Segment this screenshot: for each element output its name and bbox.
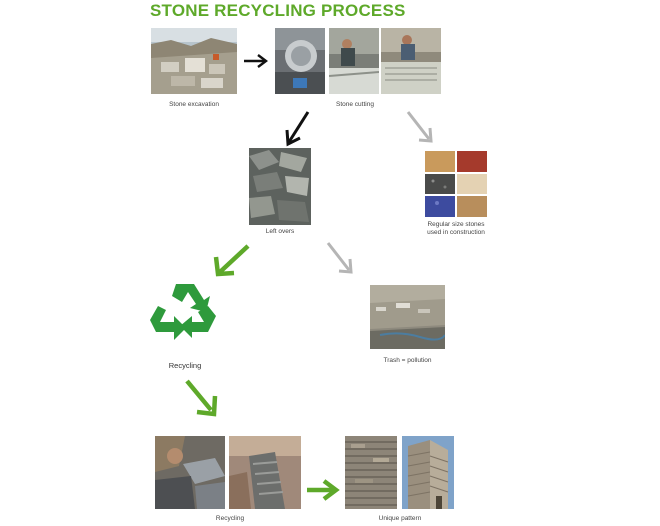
regular-stones-caption-line2: used in construction xyxy=(427,229,485,236)
recycling-photo-1 xyxy=(155,436,225,509)
unique-pattern-photo-2 xyxy=(402,436,454,509)
trash-photo xyxy=(370,285,445,349)
stone-cutting-caption: Stone cutting xyxy=(336,101,374,108)
left-overs-caption: Left overs xyxy=(265,228,295,235)
arrow-down-right-icon xyxy=(325,241,355,275)
arrow-down-left-icon xyxy=(212,243,252,277)
stone-excavation-caption: Stone excavation xyxy=(169,101,219,108)
stone-cutting-photo-2 xyxy=(329,28,379,94)
stone-excavation-photo xyxy=(151,28,237,94)
recycling-symbol-caption: Recycling xyxy=(168,361,202,370)
left-overs-photo xyxy=(249,148,311,225)
arrow-down-right-icon xyxy=(183,378,221,418)
unique-pattern-photo-1 xyxy=(345,436,397,509)
arrow-right-icon xyxy=(243,53,269,69)
arrow-down-right-icon xyxy=(405,110,435,144)
arrow-down-left-icon xyxy=(284,110,312,147)
trash-caption: Trash = pollution xyxy=(383,357,432,364)
recycling-photo-2 xyxy=(229,436,301,509)
recycle-icon xyxy=(146,280,224,359)
page-title: STONE RECYCLING PROCESS xyxy=(150,1,406,20)
arrow-right-icon xyxy=(306,479,340,501)
stone-cutting-photo-3 xyxy=(381,28,441,94)
stone-cutting-photo-1 xyxy=(275,28,325,94)
unique-pattern-caption: Unique pattern xyxy=(378,515,422,522)
recycling-photos-caption: Recycling xyxy=(215,515,245,522)
regular-stones-caption-line1: Regular size stones xyxy=(427,221,485,228)
stone-swatch-grid xyxy=(425,151,487,217)
